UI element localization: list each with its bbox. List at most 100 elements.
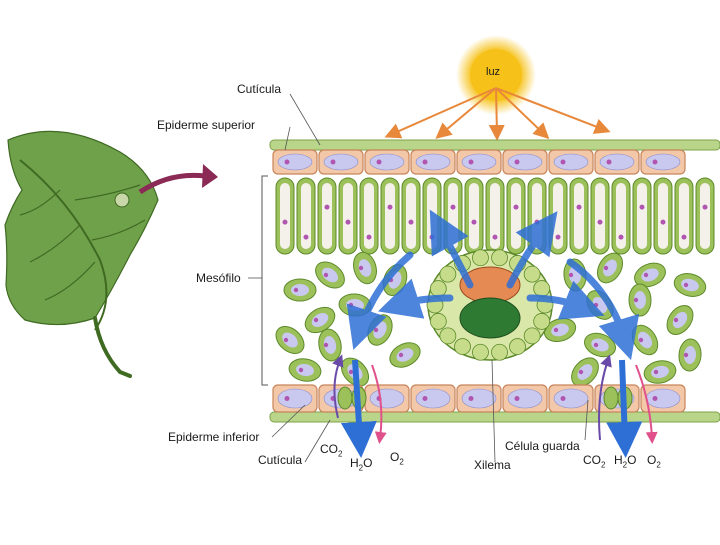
vacuole: [282, 332, 298, 348]
leaf-vein: [74, 184, 141, 201]
vacuole: [311, 313, 329, 327]
nucleus: [471, 219, 477, 225]
nucleus: [298, 367, 304, 373]
water-arrow: [506, 211, 558, 289]
nucleus: [398, 352, 404, 358]
nucleus: [282, 219, 288, 225]
bundle-sheath-cell: [429, 280, 447, 297]
nucleus: [681, 234, 687, 240]
nucleus: [514, 159, 520, 165]
h2o-arrow-right: [606, 359, 643, 458]
nucleus: [514, 396, 520, 401]
palisade-vacuole: [343, 183, 353, 249]
nucleus: [468, 159, 474, 165]
nucleus: [683, 282, 689, 288]
label-cuticula-bottom: Cutícula: [258, 453, 303, 467]
light-rays: [384, 87, 611, 141]
nucleus: [603, 265, 609, 271]
vacuole: [461, 388, 497, 409]
nucleus: [618, 234, 624, 240]
gas-o2-right: O2: [647, 453, 661, 470]
palisade-vacuole: [637, 183, 647, 249]
nucleus: [673, 317, 679, 323]
bundle-sheath-cell: [439, 327, 457, 345]
guard-cell: [603, 386, 619, 410]
nucleus: [606, 159, 612, 165]
zoom-arrow: [138, 172, 206, 195]
label-celula-guarda: Célula guarda: [505, 439, 580, 453]
nucleus: [348, 369, 354, 375]
gas-o2-left: O2: [390, 450, 404, 467]
palisade-vacuole: [469, 183, 479, 249]
vacuole: [507, 153, 543, 171]
water-arrow: [346, 251, 414, 350]
vacuole: [323, 336, 337, 354]
light-ray: [435, 87, 497, 139]
vacuole: [323, 153, 359, 171]
nucleus: [643, 272, 649, 278]
vacuole: [277, 388, 313, 409]
nucleus: [376, 159, 382, 165]
nucleus: [330, 159, 336, 165]
vascular-bundle: [426, 249, 554, 361]
gas-h2o-right: H2O: [614, 453, 637, 470]
leaf-midrib: [19, 159, 108, 331]
nucleus: [568, 272, 574, 278]
nucleus: [345, 219, 351, 225]
leaf-sample-spot: [114, 192, 130, 208]
bundle-sheath-cell: [523, 265, 541, 283]
light-ray: [488, 87, 505, 141]
vacuole: [358, 259, 372, 277]
nucleus: [303, 234, 309, 240]
nucleus: [639, 204, 645, 210]
leaf-illustration: [4, 130, 218, 378]
vacuole: [603, 259, 617, 277]
vacuole: [321, 267, 339, 283]
vacuole: [369, 153, 405, 171]
co2-arrow-left: [332, 354, 344, 419]
palisade-vacuole: [595, 183, 605, 249]
nucleus: [408, 219, 414, 225]
leaf-petiole: [93, 316, 132, 378]
nucleus: [323, 272, 329, 278]
vacuole: [461, 153, 497, 171]
nucleus: [387, 204, 393, 210]
nucleus: [593, 302, 599, 308]
vacuole: [507, 388, 543, 409]
vacuole: [396, 348, 414, 362]
vacuole: [369, 388, 405, 409]
bundle-sheath-cell: [429, 313, 447, 330]
vacuole: [651, 365, 669, 379]
leader-lines: [248, 93, 589, 463]
label-xilema: Xilema: [474, 458, 511, 472]
vacuole: [415, 388, 451, 409]
nucleus: [560, 396, 566, 401]
nucleus: [638, 337, 644, 343]
bundle-sheath-cell: [523, 327, 541, 345]
bundle-sheath-cell: [439, 265, 457, 283]
nucleus: [597, 219, 603, 225]
light-ray: [384, 87, 497, 139]
bundle-sheath-cell: [509, 338, 526, 355]
tissue-block: [269, 139, 720, 423]
water-flow-arrows: [346, 209, 640, 361]
palisade-vacuole: [490, 183, 500, 249]
nucleus: [492, 234, 498, 240]
palisade-vacuole: [511, 183, 521, 249]
palisade-vacuole: [385, 183, 395, 249]
water-arrow: [377, 278, 454, 319]
palisade-vacuole: [616, 183, 626, 249]
vacuole: [599, 153, 635, 171]
cuticle-top: [269, 139, 720, 151]
nucleus: [555, 234, 561, 240]
vacuole: [415, 153, 451, 171]
palisade-layer: [275, 177, 715, 255]
nucleus: [652, 159, 658, 165]
bundle-sheath-cell: [454, 338, 471, 355]
nucleus: [578, 369, 584, 375]
palisade-vacuole: [658, 183, 668, 249]
gas-exchange-arrows: [332, 354, 658, 458]
bundle-sheath-cell: [491, 249, 508, 267]
